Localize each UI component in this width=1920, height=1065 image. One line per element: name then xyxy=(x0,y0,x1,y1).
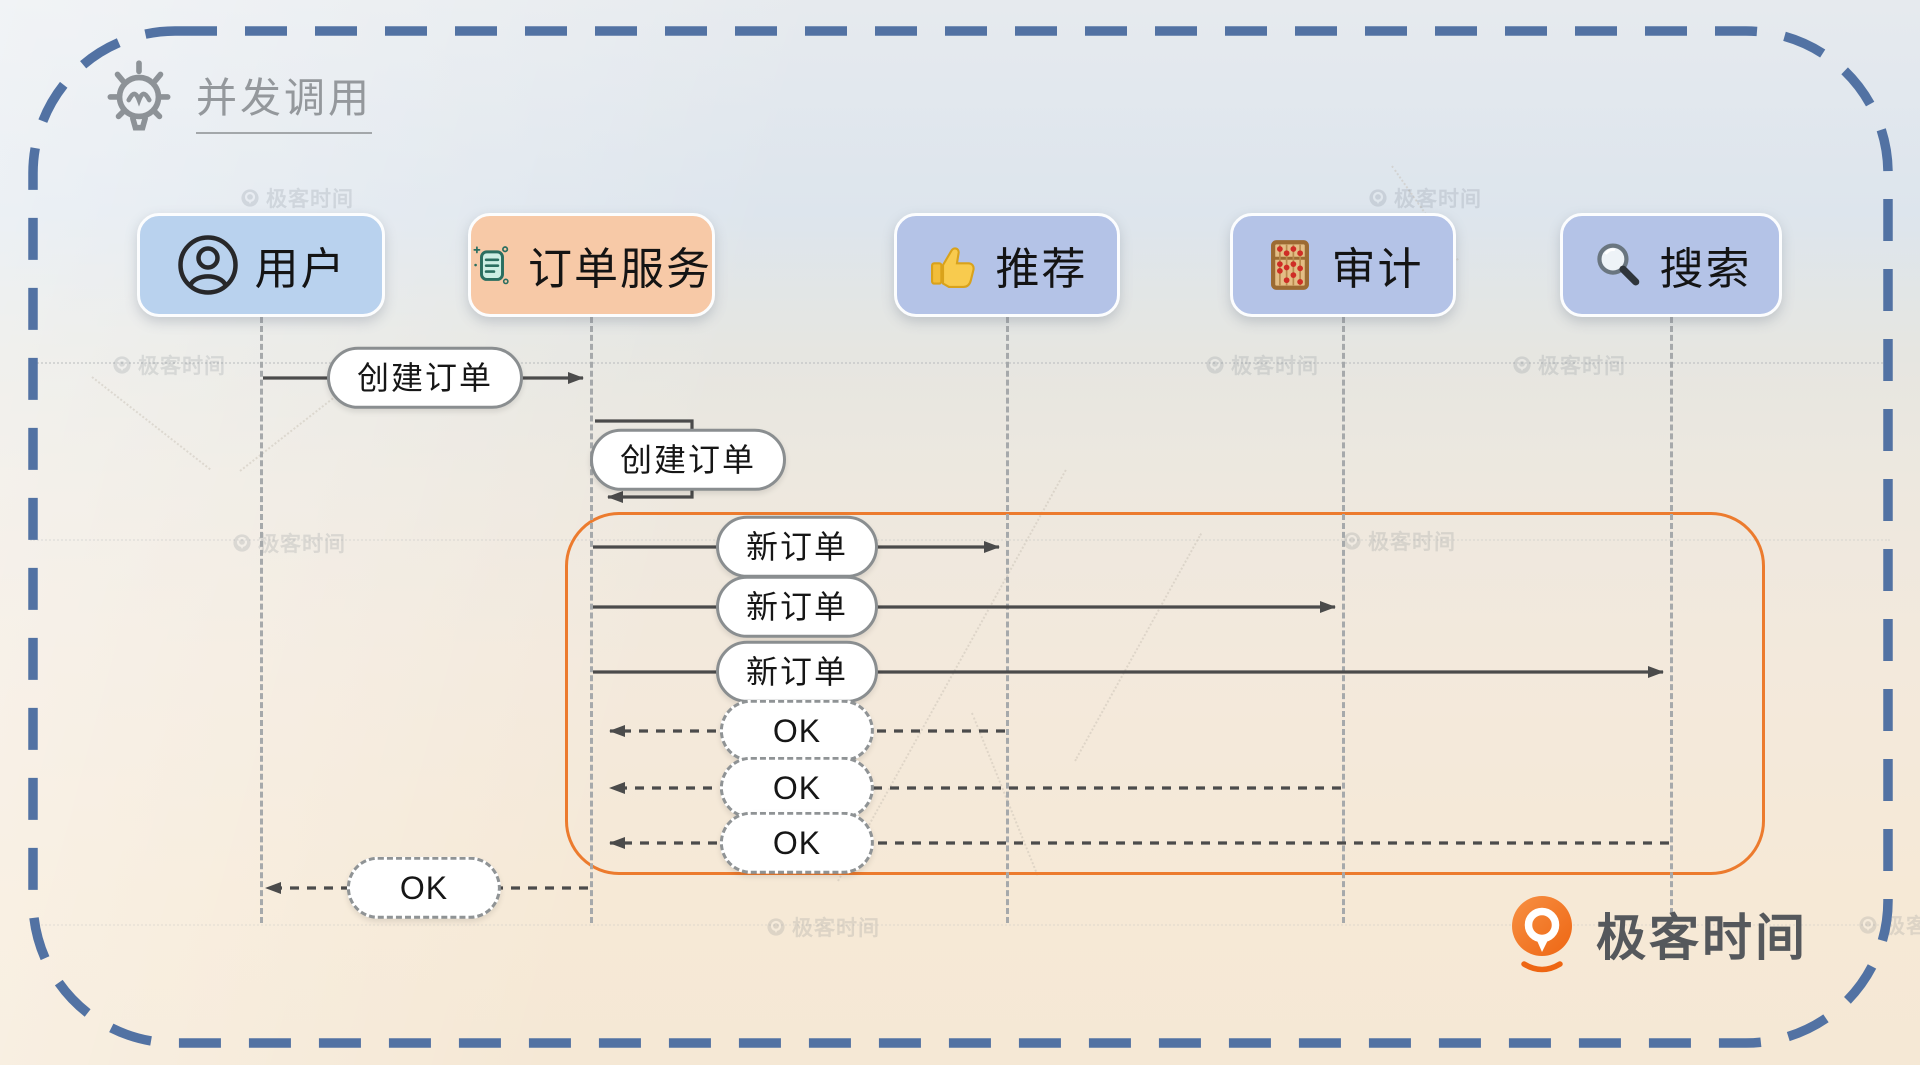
brand-logo: 极客时间 xyxy=(1502,892,1808,976)
geektime-watermark-icon xyxy=(241,189,259,207)
watermark: 极客时间 xyxy=(232,528,346,558)
message-label-pill: 创建订单 xyxy=(326,346,524,410)
participant-user: 用户 xyxy=(137,213,385,317)
watermark-text: 极客时间 xyxy=(1538,355,1626,378)
participant-label: 订单服务 xyxy=(528,245,712,294)
message-label-pill: OK xyxy=(346,856,502,920)
message-label-pill: 创建订单 xyxy=(589,428,787,492)
watermark-text: 极客时间 xyxy=(1884,915,1920,938)
watermark: 极客时间 xyxy=(1205,350,1319,380)
watermark-text: 极客时间 xyxy=(1231,355,1319,378)
participant-label: 搜索 xyxy=(1659,245,1752,294)
participant-order-service: 订单服务 xyxy=(468,213,715,317)
watermark-text: 极客时间 xyxy=(266,188,354,211)
geektime-watermark-icon xyxy=(767,918,785,936)
message-label-pill: OK xyxy=(719,699,875,763)
participant-label: 审计 xyxy=(1331,245,1424,294)
watermark-text: 极客时间 xyxy=(1394,188,1482,211)
watermark: 极客时间 xyxy=(1368,183,1482,213)
lightbulb-icon xyxy=(107,60,171,131)
watermark-text: 极客时间 xyxy=(138,355,226,378)
watermark-text: 极客时间 xyxy=(258,533,346,556)
clipboard-icon xyxy=(473,246,509,285)
geektime-watermark-icon xyxy=(1513,356,1531,374)
thumbs-up-icon xyxy=(930,247,975,288)
geektime-watermark-icon xyxy=(1859,916,1877,934)
magnifier-icon xyxy=(1596,243,1639,286)
geektime-watermark-icon xyxy=(1206,356,1224,374)
participant-audit: 审计 xyxy=(1230,213,1456,317)
lifeline-search xyxy=(1669,317,1673,923)
watermark: 极客时间 xyxy=(1512,350,1626,380)
brand-logo-text: 极客时间 xyxy=(1596,910,1808,966)
message-label-pill: OK xyxy=(719,756,875,820)
message-label-pill: OK xyxy=(719,811,875,875)
page-title: 并发调用 xyxy=(196,64,372,134)
lifeline-audit xyxy=(1341,317,1345,923)
participant-search: 搜索 xyxy=(1560,213,1782,317)
message-label-pill: 新订单 xyxy=(715,575,879,639)
message-label-pill: 新订单 xyxy=(715,640,879,704)
lifeline-order-service xyxy=(589,317,593,923)
geektime-watermark-icon xyxy=(233,534,251,552)
watermark: 极客时间 xyxy=(766,912,880,942)
lifeline-user xyxy=(259,317,263,923)
lifeline-recommend xyxy=(1005,317,1009,923)
geektime-logo-icon xyxy=(1512,896,1572,973)
watermark-grid-diagonal xyxy=(91,376,211,471)
diagram-header: 并发调用 xyxy=(96,56,372,142)
participant-label: 推荐 xyxy=(995,245,1088,294)
message-label-pill: 新订单 xyxy=(715,515,879,579)
user-icon xyxy=(177,235,238,295)
watermark: 极客时间 xyxy=(112,350,226,380)
watermark-text: 极客时间 xyxy=(792,917,880,940)
geektime-watermark-icon xyxy=(1369,189,1387,207)
watermark: 极客时间 xyxy=(240,183,354,213)
participant-label: 用户 xyxy=(254,245,347,294)
abacus-icon xyxy=(1270,240,1309,290)
watermark: 极客时间 xyxy=(1858,910,1920,940)
geektime-watermark-icon xyxy=(113,356,131,374)
participant-recommend: 推荐 xyxy=(894,213,1120,317)
